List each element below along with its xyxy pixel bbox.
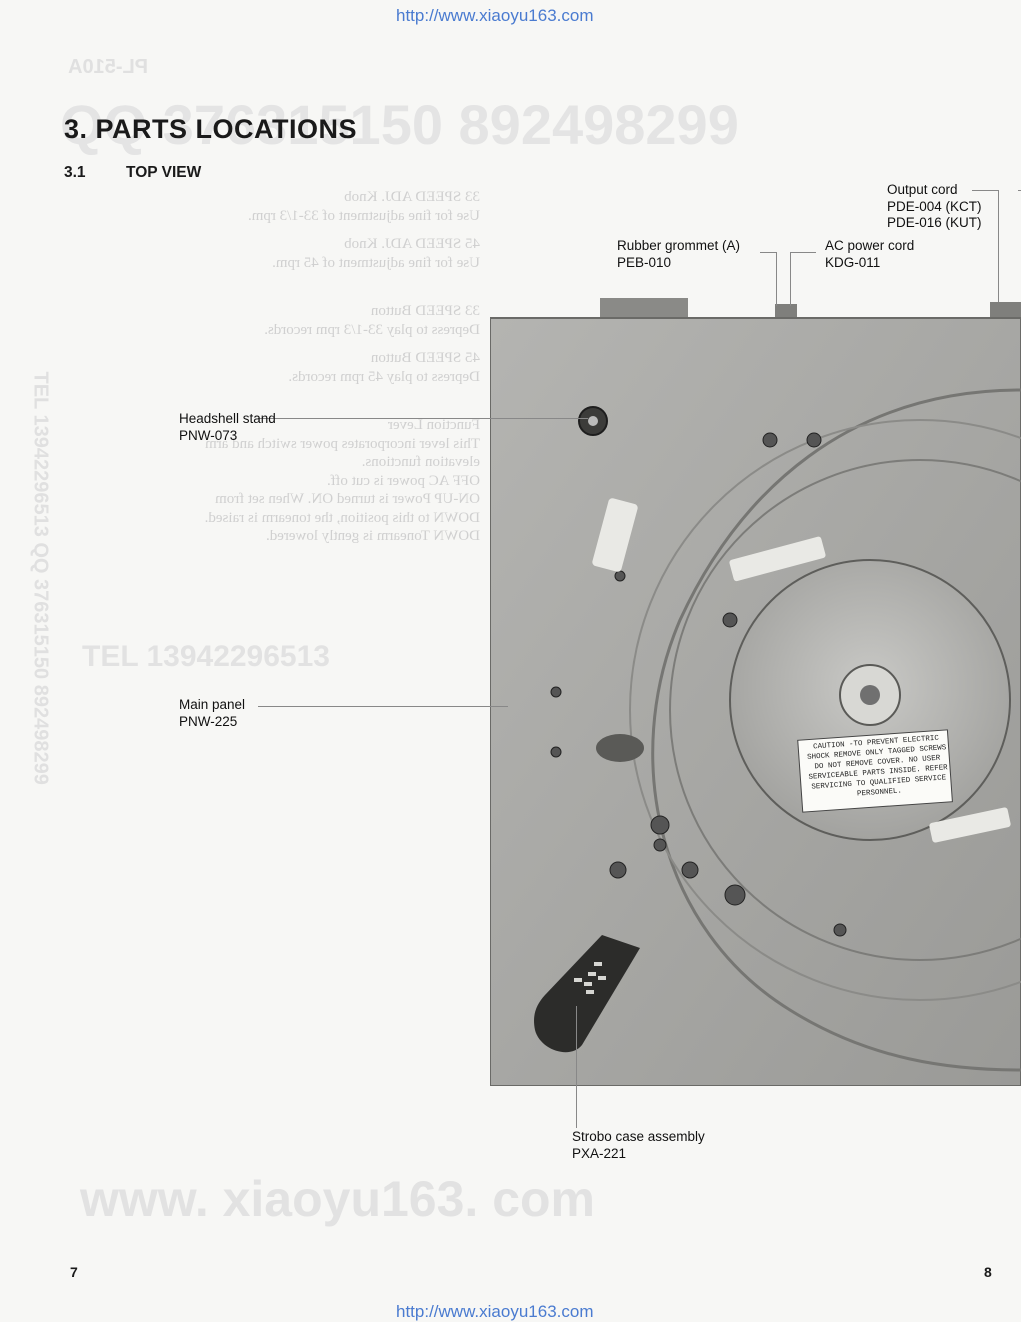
tag <box>592 498 638 572</box>
outer-ring <box>651 388 1021 1072</box>
output-cord-part-1: PDE-004 (KCT) <box>887 198 982 214</box>
ac-power-cord-label: AC power cord KDG-011 <box>825 238 914 271</box>
output-cord-shape <box>990 302 1021 320</box>
watermark-tel: TEL 13942296513 <box>82 640 330 673</box>
bleed-line: Use for fine adjustment of 33-1/3 rpm. <box>247 207 480 224</box>
tag <box>729 536 826 582</box>
rear-connector <box>600 298 688 320</box>
grommet-line-v <box>776 252 777 306</box>
bleed-line: Use for fine adjustment of 45 rpm. <box>272 254 480 271</box>
subsection-title: TOP VIEW <box>126 164 202 181</box>
ac-power-cord-name: AC power cord <box>825 238 915 253</box>
bleed-line: Depress to play 33-1/3 rpm records. <box>264 321 480 338</box>
bleed-line: ON-UP Power is turned ON. When set from <box>215 491 480 507</box>
headshell-stand-center <box>588 416 598 426</box>
watermark-numbers: QQ 376315150 892498299 <box>60 93 739 156</box>
strobo-markings <box>574 962 606 994</box>
platter-ring <box>629 419 1021 1001</box>
watermark-site: www. xiaoyu163. com <box>80 1171 596 1227</box>
output-cord-name: Output cord <box>887 182 958 197</box>
page-number-left: 7 <box>70 1264 78 1280</box>
main-panel-line <box>258 706 508 707</box>
headshell-stand-part: PNW-073 <box>179 427 238 443</box>
strobo-case-part: PXA-221 <box>572 1145 627 1161</box>
spindle <box>860 685 880 705</box>
header-url[interactable]: http://www.xiaoyu163.com <box>396 6 594 25</box>
strobo-line <box>576 1006 577 1128</box>
bleed-line: OFF AC power is cut off. <box>326 472 480 489</box>
rubber-grommet-part: PEB-010 <box>617 254 672 270</box>
bleed-line: Depress to play 45 rpm records. <box>288 368 480 385</box>
inner-ring <box>669 459 1021 961</box>
bleed-line: elevation functions. <box>361 454 480 470</box>
ac-power-cord-part: KDG-011 <box>825 254 881 270</box>
grommet-shape <box>775 304 797 320</box>
grommet-line-h <box>760 252 776 253</box>
ac-line-v <box>790 252 791 306</box>
section-title: 3. PARTS LOCATIONS <box>64 114 358 144</box>
output-line-v <box>998 190 999 302</box>
output-line-edge <box>1018 190 1021 191</box>
oval-slot <box>596 734 644 762</box>
headshell-line <box>258 418 588 419</box>
watermark-vertical: TEL 13942296513 QQ 376315150 892498299 <box>29 371 52 785</box>
tag <box>929 807 1011 843</box>
subsection-number: 3.1 <box>64 164 86 181</box>
footer-url[interactable]: http://www.xiaoyu163.com <box>396 1302 594 1321</box>
ac-line-h <box>790 252 816 253</box>
main-panel-label: Main panel PNW-225 <box>179 697 245 730</box>
rubber-grommet-label: Rubber grommet (A) PEB-010 <box>617 238 740 271</box>
rubber-grommet-name: Rubber grommet (A) <box>617 238 741 253</box>
bleed-text-block: 33 SPEED ADJ. Knob Use for fine adjustme… <box>60 188 480 546</box>
bleed-line: 45 SPEED Button <box>370 350 480 366</box>
bleed-line: 45 SPEED ADJ. Knob <box>344 236 480 252</box>
headshell-stand-label: Headshell stand PNW-073 <box>179 411 276 444</box>
turntable-photo <box>490 298 1021 1086</box>
page-number-right: 8 <box>984 1264 992 1280</box>
strobo-case-label: Strobo case assembly PXA-221 <box>572 1129 705 1162</box>
bleed-line: DOWN Tonearm is gently lowered. <box>265 528 480 544</box>
output-cord-label: Output cord PDE-004 (KCT) PDE-016 (KUT) <box>887 182 982 232</box>
bleed-line: DOWN to this position, the tonearm is ra… <box>204 509 480 526</box>
model-watermark: PL-510A <box>68 56 149 78</box>
caution-label: CAUTION -TO PREVENT ELECTRIC SHOCK REMOV… <box>806 734 949 799</box>
output-line-h <box>972 190 998 191</box>
main-panel-part: PNW-225 <box>179 713 238 729</box>
main-panel-name: Main panel <box>179 697 246 712</box>
headshell-stand-name: Headshell stand <box>179 411 276 426</box>
caution-plate <box>797 729 953 813</box>
screws <box>550 432 847 937</box>
strobo-case-name: Strobo case assembly <box>572 1129 705 1144</box>
bleed-line: 33 SPEED Button <box>370 303 480 319</box>
bleed-line: 33 SPEED ADJ. Knob <box>344 189 480 205</box>
output-cord-part-2: PDE-016 (KUT) <box>887 215 982 230</box>
